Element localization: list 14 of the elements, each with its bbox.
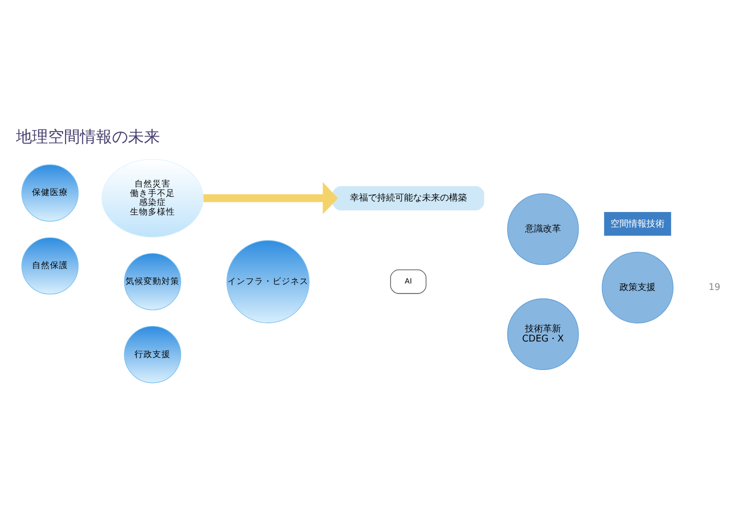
label: 空間情報技術	[610, 218, 665, 230]
node-circle: 政策支援	[602, 252, 674, 324]
node-circle: 保健医療	[21, 164, 79, 222]
node-circle: 行政支援	[124, 326, 182, 384]
node-circle: インフラ・ビジネス	[226, 240, 310, 324]
arrow	[204, 182, 338, 214]
node-circle: 気候変動対策	[124, 253, 182, 310]
node-box: 幸福で持続可能な未来の構築	[332, 186, 484, 210]
node-ellipse: 自然災害 働き手不足 感染症 生物多様性	[102, 158, 204, 238]
diagram-title: 地理空間情報の未来	[16, 126, 160, 146]
node-circle: 意識改革	[507, 193, 579, 265]
node-circle: 技術革新 CDEG・X	[507, 298, 579, 370]
node-circle: 自然保護	[21, 237, 79, 294]
label: 19	[708, 282, 720, 294]
